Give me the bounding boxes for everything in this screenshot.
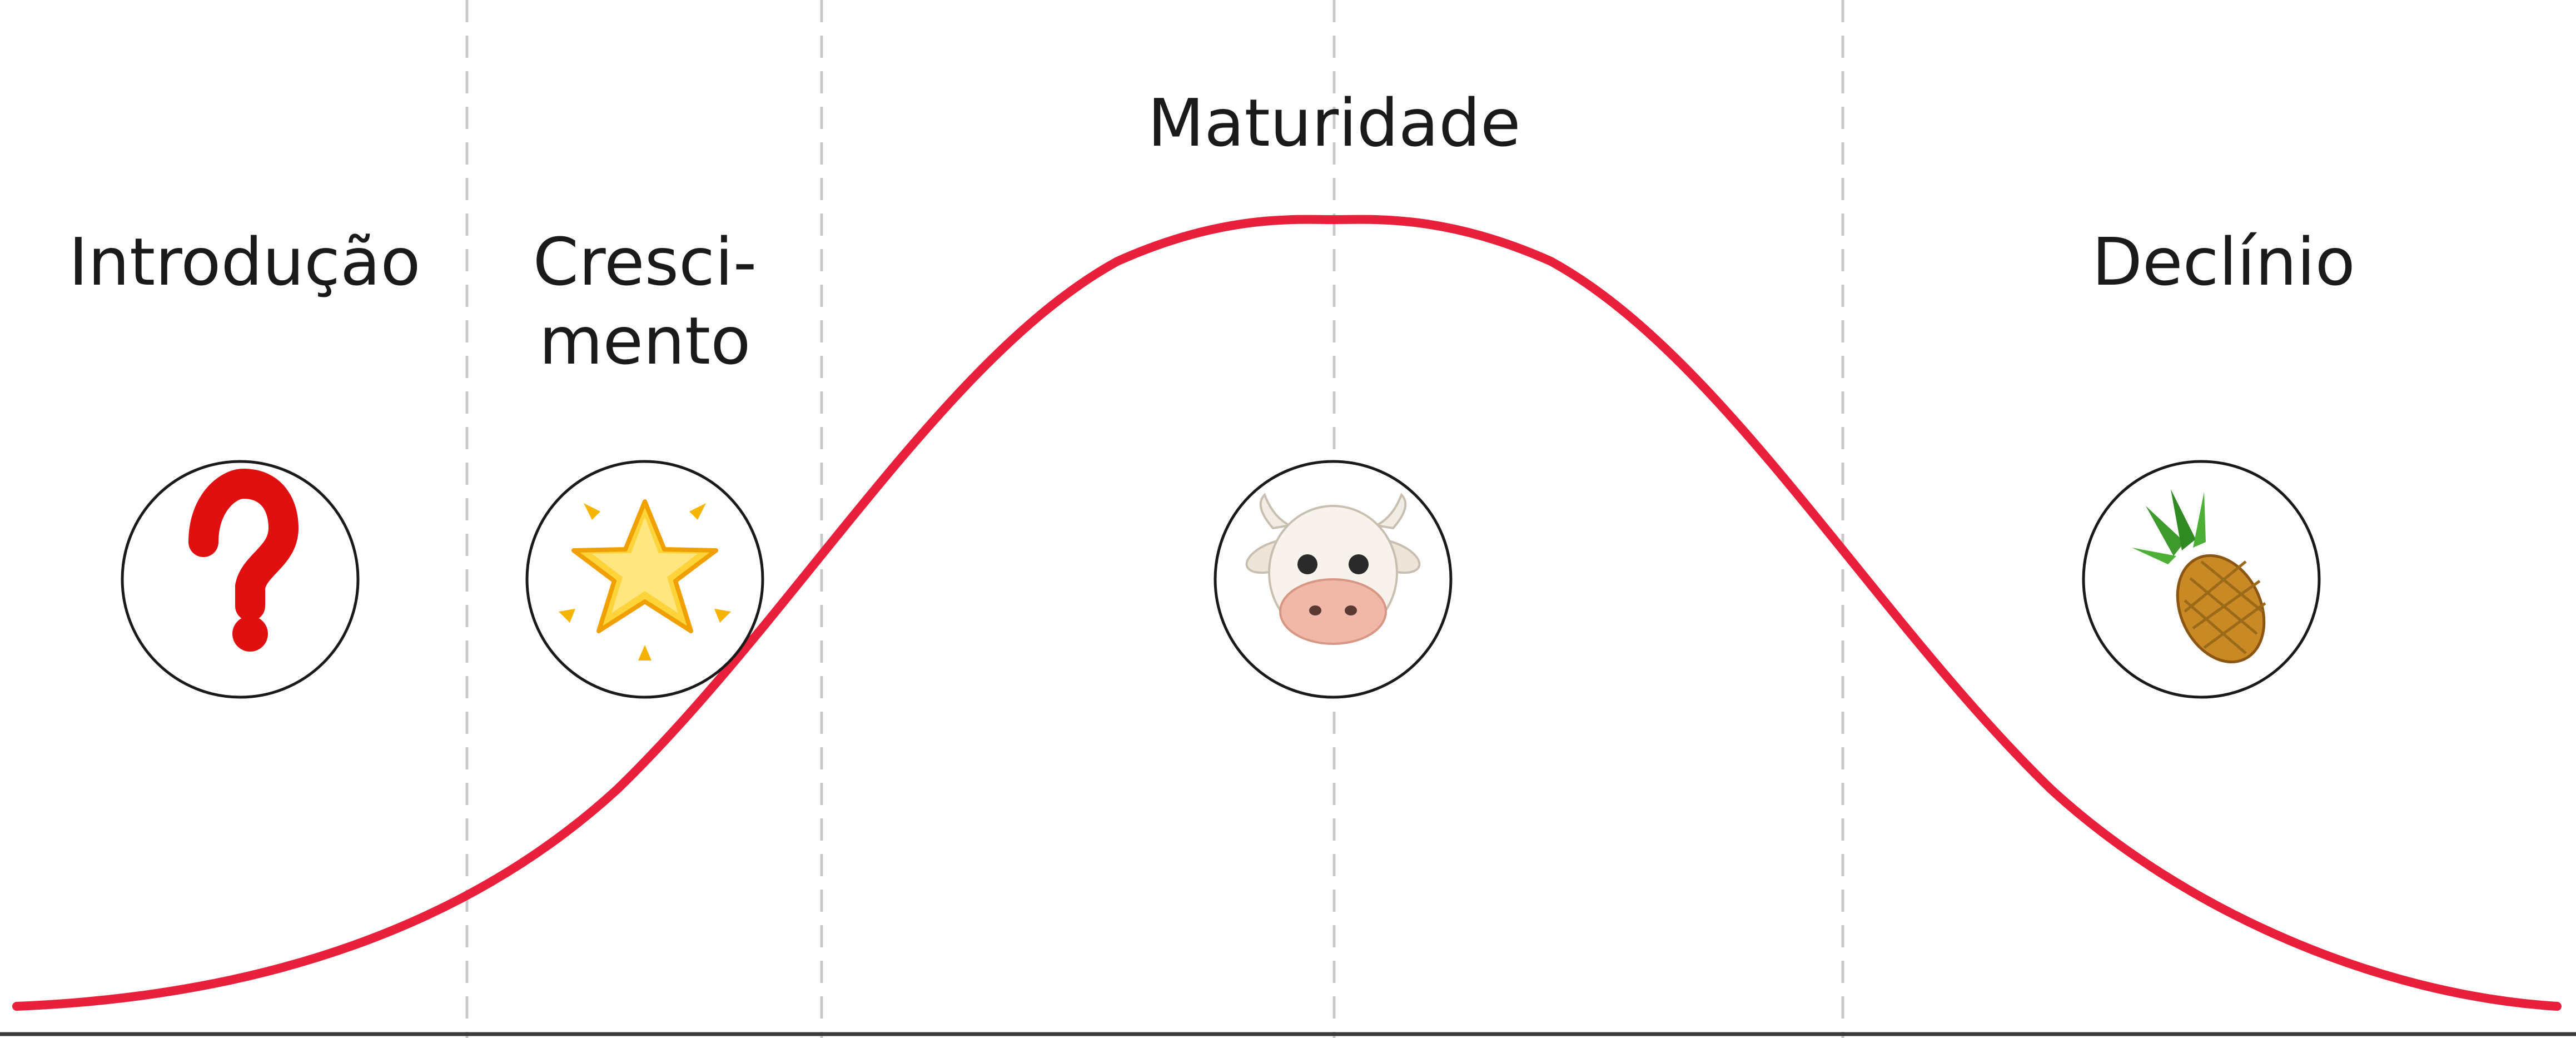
glowing-star-icon (525, 460, 764, 699)
stage-label-declinio: Declínio (2092, 224, 2355, 300)
question-mark-icon (121, 460, 360, 699)
stage-label-introducao: Introdução (68, 224, 421, 300)
cow-face-icon (1214, 460, 1453, 699)
stage-label-maturidade: Maturidade (1147, 85, 1521, 161)
stage-label-crescimento: Cresci- mento (533, 224, 757, 379)
pineapple-icon (2082, 460, 2321, 699)
life-cycle-curve (12, 215, 2562, 1011)
